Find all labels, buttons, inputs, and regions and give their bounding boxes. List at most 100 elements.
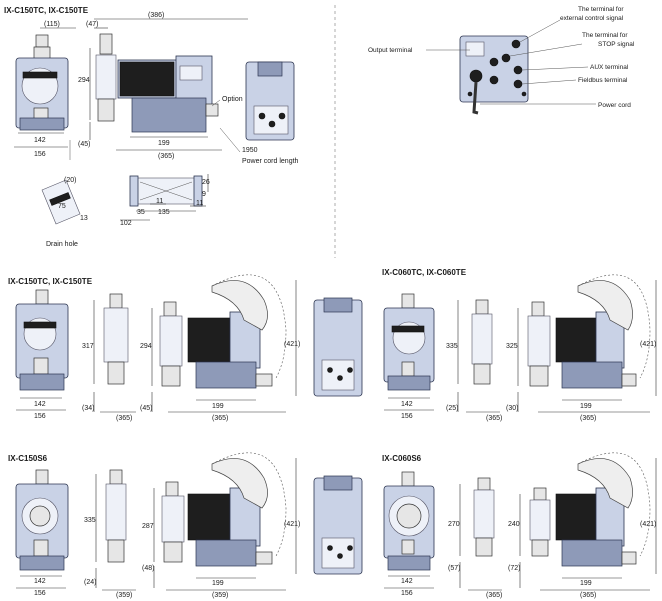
terminal-panel-drawing: Output terminal The terminal for externa…: [368, 6, 635, 115]
power-cord-length-label: Power cord length: [242, 158, 299, 165]
dim-47: (47): [86, 21, 98, 28]
mid-right-side-view-b: [527, 274, 651, 389]
dim-156-bl: 156: [34, 590, 46, 597]
dim-335-mr: 335: [446, 343, 458, 350]
dim-365-mr-a: (365): [486, 415, 502, 422]
bot-rear-view: [313, 475, 363, 575]
dim-72: (72): [508, 565, 520, 572]
dim-9: 9: [202, 191, 206, 198]
dim-199-bl: 199: [212, 580, 224, 587]
ext-control-label-1: The terminal for: [578, 6, 624, 13]
dim-199-br: 199: [580, 580, 592, 587]
dim-11-a: 11: [156, 198, 163, 205]
dim-115: (115): [44, 21, 60, 28]
dim-359-bl-b: (359): [212, 592, 228, 599]
dim-199-top: 199: [158, 140, 170, 147]
stop-label-2: STOP signal: [598, 41, 635, 48]
aux-terminal: [513, 65, 523, 75]
mid-right-title: IX-C060TC, IX-C060TE: [382, 268, 467, 277]
dim-142-bl: 142: [34, 578, 46, 585]
bot-right-front-view: [383, 471, 435, 571]
mid-left-title: IX-C150TC, IX-C150TE: [8, 277, 93, 286]
stop-label-1: The terminal for: [582, 32, 628, 39]
dim-156-br: 156: [401, 590, 413, 597]
bottom-left-drawing: IX-C150S6 142 156 335 (24) (359): [8, 452, 363, 599]
side-view-top: [95, 33, 219, 133]
dim-20: (20): [64, 177, 76, 184]
dim-421-mr: (421): [640, 341, 656, 348]
dim-156-top: 156: [34, 151, 46, 158]
dim-365-ml-a: (365): [116, 415, 132, 422]
bot-left-front-view: [15, 469, 69, 571]
dim-156-mr: 156: [401, 413, 413, 420]
mid-left-side-view-a: [103, 293, 129, 385]
dim-317: 317: [82, 343, 94, 350]
dim-156-ml: 156: [34, 413, 46, 420]
dim-45-top: (45): [78, 141, 90, 148]
dim-199-ml: 199: [212, 403, 224, 410]
front-view-top: [15, 34, 69, 131]
mid-left-front-view: [15, 289, 69, 391]
dim-287: 287: [142, 523, 154, 530]
dim-1950: 1950: [242, 147, 258, 154]
dim-102: 102: [120, 220, 132, 227]
output-terminal-connector: [465, 41, 485, 57]
bot-left-side-view-b: [161, 452, 287, 567]
dim-26: 26: [202, 179, 210, 186]
dim-240: 240: [508, 521, 520, 528]
dim-75: 75: [58, 203, 66, 210]
mid-left-side-view-b: [159, 274, 287, 389]
dim-365-top: (365): [158, 153, 174, 160]
mid-right-side-view-a: [471, 299, 493, 385]
dim-48: (48): [142, 565, 154, 572]
dim-294-top: 294: [78, 77, 90, 84]
bot-left-side-view-a: [105, 469, 127, 563]
bot-right-side-view-b: [529, 452, 651, 567]
output-terminal-label: Output terminal: [368, 47, 413, 54]
power-cord-icon: [472, 81, 479, 115]
dim-45-ml: (45): [140, 405, 152, 412]
bottom-left-title: IX-C150S6: [8, 454, 48, 463]
power-cord-gland: [469, 69, 483, 83]
dim-386: (386): [148, 12, 164, 19]
dim-421-bl: (421): [284, 521, 300, 528]
dim-25: (25): [446, 405, 458, 412]
dim-199-mr: 199: [580, 403, 592, 410]
dim-365-br-b: (365): [580, 592, 596, 599]
top-left-drawing: IX-C150TC, IX-C150TE (115) 142 156: [4, 6, 299, 248]
aux-label: AUX terminal: [590, 64, 629, 71]
bot-right-side-view-a: [473, 477, 495, 557]
bottom-right-drawing: IX-C060S6 142 156 270 (57) (365): [382, 452, 656, 599]
dim-13: 13: [80, 215, 88, 222]
dim-135: 135: [158, 209, 170, 216]
mid-left-drawing: IX-C150TC, IX-C150TE 142 156 317 (34) (3…: [8, 274, 363, 422]
dim-421-ml: (421): [284, 341, 300, 348]
dim-294-ml: 294: [140, 343, 152, 350]
dim-11-b: 11: [196, 200, 203, 207]
dim-142-top: 142: [34, 137, 46, 144]
ext-control-label-2: external control signal: [560, 15, 624, 22]
dim-270: 270: [448, 521, 460, 528]
mid-right-drawing: IX-C060TC, IX-C060TE 142 156 335 (25) (3…: [382, 268, 656, 422]
mid-rear-view: [313, 297, 363, 397]
dim-421-br: (421): [640, 521, 656, 528]
drain-hole-detail: [41, 179, 81, 225]
dim-24: (24): [84, 579, 96, 586]
rear-view-top: [245, 61, 295, 141]
dim-359-bl-a: (359): [116, 592, 132, 599]
dim-365-ml-b: (365): [212, 415, 228, 422]
dim-35: 35: [137, 209, 145, 216]
dim-325: 325: [506, 343, 518, 350]
dim-365-mr-b: (365): [580, 415, 596, 422]
fieldbus-terminal: [513, 79, 523, 89]
dim-142-mr: 142: [401, 401, 413, 408]
top-left-title: IX-C150TC, IX-C150TE: [4, 6, 89, 15]
dim-30: (30): [506, 405, 518, 412]
option-label: Option: [222, 96, 243, 103]
stop-terminal: [501, 53, 511, 63]
mid-right-front-view: [383, 293, 435, 391]
ext-control-terminal: [511, 39, 521, 49]
dim-57: (57): [448, 565, 460, 572]
fieldbus-label: Fieldbus terminal: [578, 77, 628, 84]
